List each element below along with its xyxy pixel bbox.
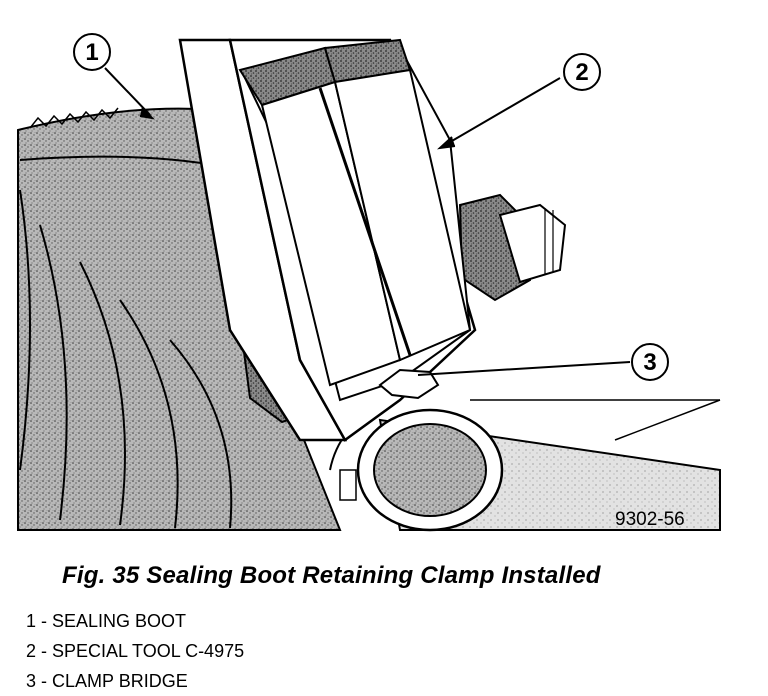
legend-item-clamp-bridge: 3 - CLAMP BRIDGE <box>26 671 188 691</box>
svg-text:3: 3 <box>643 349 656 376</box>
svg-text:2: 2 <box>575 59 588 86</box>
threaded-stud-right <box>458 193 567 302</box>
retaining-clamp <box>329 399 504 532</box>
legend-item-sealing-boot: 1 - SEALING BOOT <box>26 611 187 631</box>
svg-text:1: 1 <box>85 39 98 66</box>
callout-3: 3 <box>631 343 669 381</box>
special-tool <box>178 38 477 442</box>
callout-2: 2 <box>563 53 601 91</box>
figure-code: 9302-56 <box>615 509 685 530</box>
figure-caption: Fig. 35 Sealing Boot Retaining Clamp Ins… <box>62 562 601 589</box>
legend-item-special-tool: 2 - SPECIAL TOOL C-4975 <box>26 641 245 661</box>
callout-1: 1 <box>73 33 111 71</box>
legend-list: 1 - SEALING BOOT 2 - SPECIAL TOOL C-4975… <box>26 606 244 696</box>
technical-illustration: 1 2 3 9302-56 <box>17 33 721 532</box>
leader-lines <box>104 67 631 376</box>
